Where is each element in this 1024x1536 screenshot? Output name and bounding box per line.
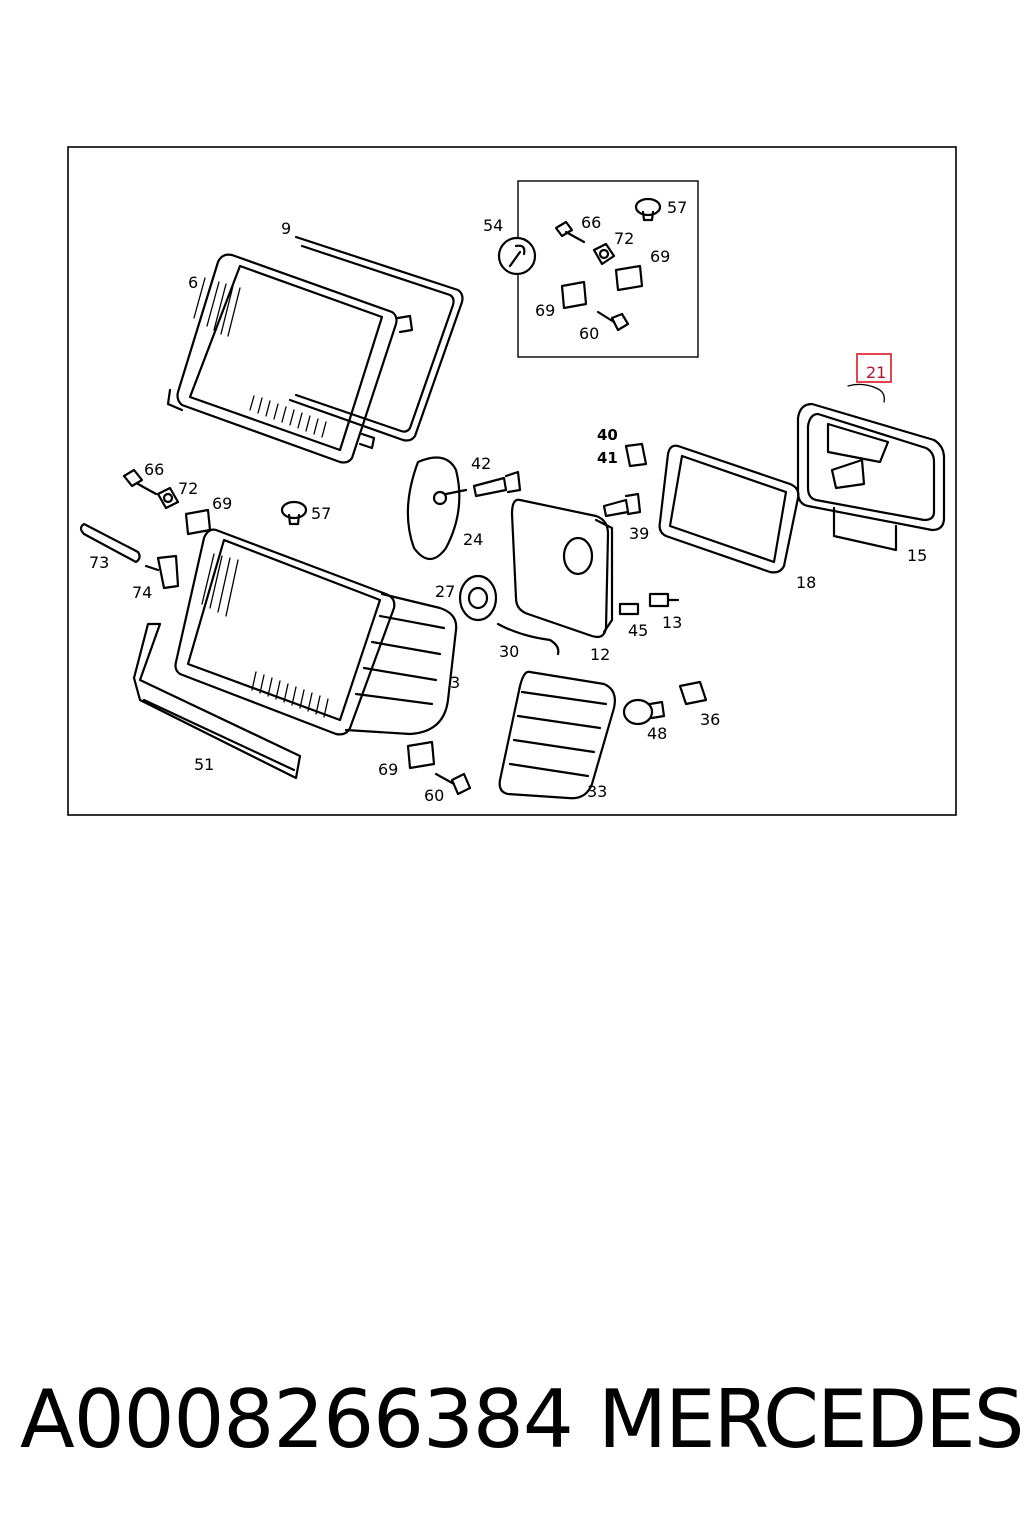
callout-39: 39 bbox=[629, 524, 649, 543]
part-24-cap bbox=[406, 456, 468, 561]
part-15-reflector-housing bbox=[796, 402, 946, 552]
callout-42: 42 bbox=[471, 454, 491, 473]
callout-33: 33 bbox=[587, 782, 607, 801]
callout-21-highlight bbox=[856, 353, 892, 383]
part-13-socket bbox=[648, 592, 680, 608]
callout-21: 21 bbox=[866, 363, 886, 382]
callout-69-bottom: 69 bbox=[378, 760, 398, 779]
part-73-rod bbox=[79, 522, 141, 564]
callout-48: 48 bbox=[647, 724, 667, 743]
part-51-trim-strip bbox=[132, 622, 302, 780]
callout-54: 54 bbox=[483, 216, 503, 235]
callout-12: 12 bbox=[590, 645, 610, 664]
part-45-bulb bbox=[618, 602, 640, 616]
callout-69-left: 69 bbox=[212, 494, 232, 513]
callout-73: 73 bbox=[89, 553, 109, 572]
part-69-clip-left bbox=[184, 508, 212, 536]
callout-60-inset: 60 bbox=[579, 324, 599, 343]
part-3-headlamp-lens bbox=[174, 528, 458, 736]
part-48-bulb bbox=[622, 698, 666, 726]
callout-40: 40 bbox=[597, 426, 618, 444]
part-60-bolt-bottom bbox=[434, 772, 472, 796]
part-69-clip-inset-b bbox=[560, 280, 588, 310]
part-number: A0008266384 bbox=[20, 1373, 574, 1466]
part-12-reflector bbox=[510, 498, 614, 639]
part-36-socket bbox=[678, 680, 708, 706]
callout-57-left: 57 bbox=[311, 504, 331, 523]
part-69-clip-bottom bbox=[406, 740, 436, 770]
part-21-wire bbox=[847, 383, 885, 403]
part-54-wrench-symbol bbox=[497, 236, 537, 276]
callout-45: 45 bbox=[628, 621, 648, 640]
callout-66-inset: 66 bbox=[581, 213, 601, 232]
part-57-clip-left bbox=[280, 500, 308, 526]
callout-13: 13 bbox=[662, 613, 682, 632]
callout-15: 15 bbox=[907, 546, 927, 565]
callout-6: 6 bbox=[188, 273, 198, 292]
footer: A0008266384 MERCEDES bbox=[0, 1370, 1024, 1470]
part-33-signal-lens bbox=[498, 670, 616, 800]
callout-60-bottom: 60 bbox=[424, 786, 444, 805]
part-27-motor bbox=[458, 574, 560, 656]
part-72-nut-inset bbox=[592, 242, 616, 266]
part-66-screw-left bbox=[122, 468, 158, 496]
part-60-bolt-inset bbox=[596, 310, 630, 332]
part-72-nut-left bbox=[156, 486, 180, 510]
part-39-bulb bbox=[602, 492, 642, 518]
callout-57-inset: 57 bbox=[667, 198, 687, 217]
part-18-gasket bbox=[658, 444, 800, 574]
callout-72-inset: 72 bbox=[614, 229, 634, 248]
callout-3: 3 bbox=[450, 673, 460, 692]
callout-51: 51 bbox=[194, 755, 214, 774]
part-9-seal-frame bbox=[288, 235, 464, 442]
callout-69-inset-b: 69 bbox=[535, 301, 555, 320]
part-74-bracket bbox=[144, 554, 180, 590]
callout-36: 36 bbox=[700, 710, 720, 729]
callout-66-left: 66 bbox=[144, 460, 164, 479]
callout-27: 27 bbox=[435, 582, 455, 601]
callout-72-left: 72 bbox=[178, 479, 198, 498]
callout-30: 30 bbox=[499, 642, 519, 661]
diagram-frame bbox=[67, 146, 957, 816]
callout-24: 24 bbox=[463, 530, 483, 549]
callout-9: 9 bbox=[281, 219, 291, 238]
callout-74: 74 bbox=[132, 583, 152, 602]
callout-18: 18 bbox=[796, 573, 816, 592]
part-66-screw-inset bbox=[554, 220, 586, 244]
brand-name: MERCEDES bbox=[598, 1373, 1024, 1466]
part-6-headlamp-lens bbox=[166, 253, 398, 464]
part-69-clip-inset-a bbox=[614, 264, 644, 292]
part-40-41-socket bbox=[624, 442, 648, 468]
part-42-bulb bbox=[472, 470, 522, 498]
part-57-clip-inset bbox=[634, 197, 662, 222]
callout-69-inset-a: 69 bbox=[650, 247, 670, 266]
callout-41: 41 bbox=[597, 449, 618, 467]
